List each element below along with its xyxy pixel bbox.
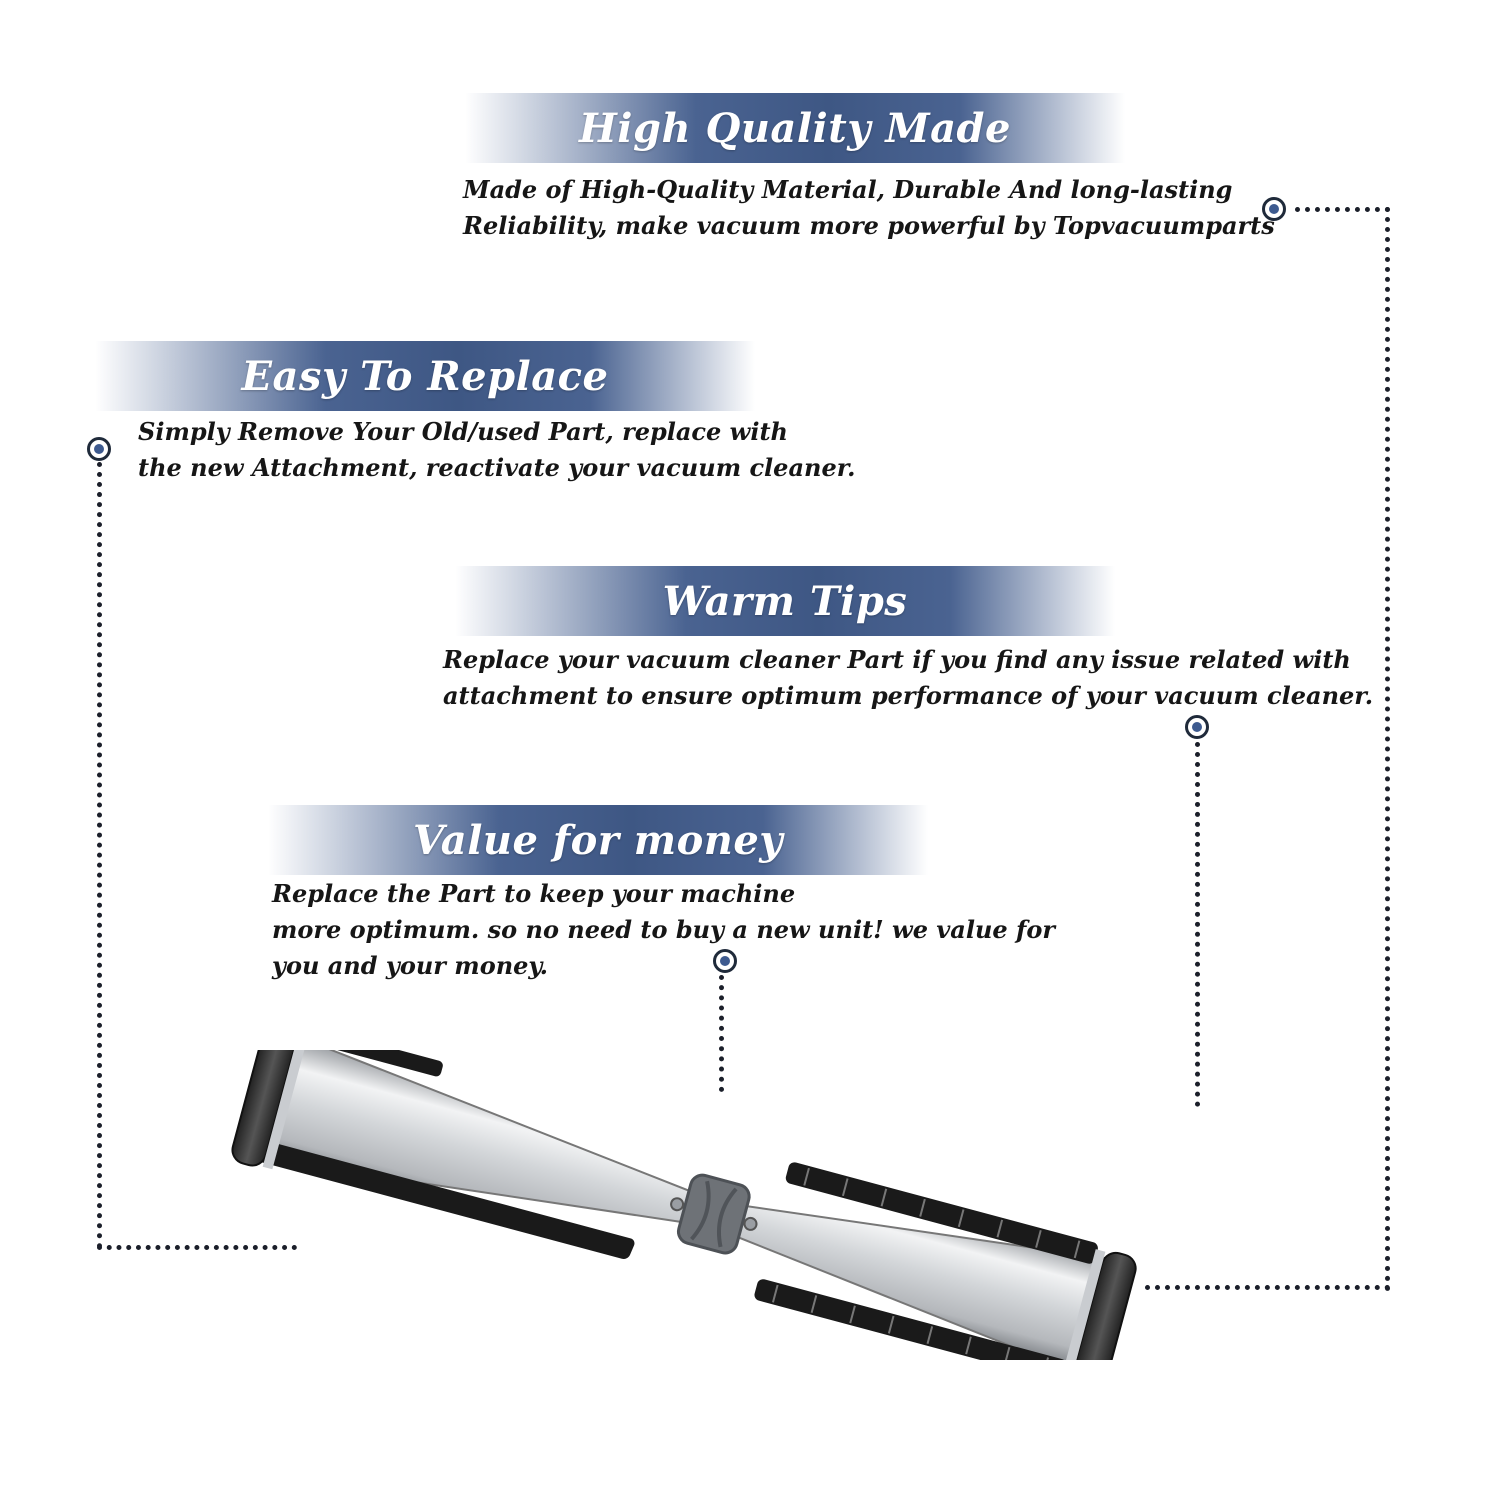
description-line: attachment to ensure optimum performance… (443, 681, 1374, 710)
target-dot-icon (1185, 715, 1209, 739)
description-line: Made of High-Quality Material, Durable A… (463, 175, 1233, 204)
vacuum-brush-roll-image (231, 1050, 1137, 1360)
dotted-connector (1195, 742, 1200, 1107)
section-description: Replace your vacuum cleaner Part if you … (443, 642, 1373, 714)
section-title: Easy To Replace (241, 352, 609, 400)
section-description: Replace the Part to keep your machine mo… (272, 876, 1055, 984)
banner-warm-tips: Warm Tips (455, 566, 1115, 636)
description-line: the new Attachment, reactivate your vacu… (138, 453, 856, 482)
banner-value-money: Value for money (268, 805, 928, 875)
banner-easy-replace: Easy To Replace (95, 341, 755, 411)
banner-high-quality: High Quality Made (465, 93, 1125, 163)
dotted-connector (97, 462, 102, 1249)
section-title: Warm Tips (662, 577, 908, 625)
dotted-connector (1145, 1285, 1390, 1290)
dotted-connector (719, 975, 724, 1092)
description-line: Simply Remove Your Old/used Part, replac… (138, 417, 788, 446)
section-description: Made of High-Quality Material, Durable A… (463, 172, 1275, 244)
description-line: Replace your vacuum cleaner Part if you … (443, 645, 1351, 674)
target-dot-icon (1262, 197, 1286, 221)
description-line: Replace the Part to keep your machine (272, 879, 796, 908)
target-dot-icon (713, 949, 737, 973)
dotted-connector (1385, 207, 1390, 1292)
dotted-connector (1295, 207, 1390, 212)
dotted-connector (97, 1245, 297, 1250)
description-line: you and your money. (272, 951, 548, 980)
section-title: Value for money (412, 816, 784, 864)
description-line: Reliability, make vacuum more powerful b… (463, 211, 1275, 240)
description-line: more optimum. so no need to buy a new un… (272, 915, 1055, 944)
section-title: High Quality Made (579, 104, 1011, 152)
target-dot-icon (87, 437, 111, 461)
section-description: Simply Remove Your Old/used Part, replac… (138, 414, 856, 486)
